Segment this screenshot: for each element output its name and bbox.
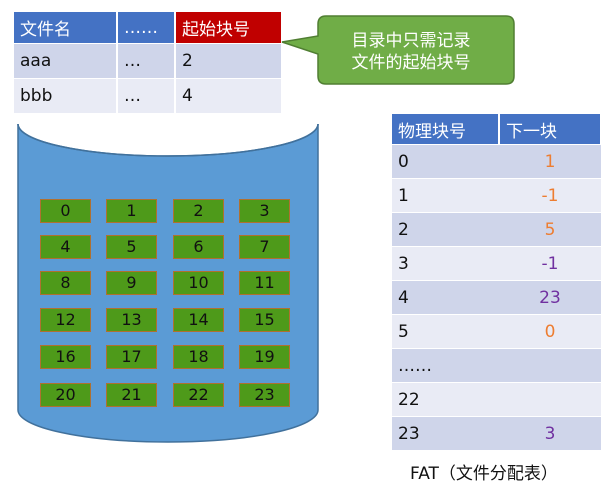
- table-row: bbb … 4: [14, 78, 283, 114]
- fat-next-cell: 3: [499, 416, 601, 451]
- disk-block: 9: [106, 271, 157, 295]
- fat-block-cell: 5: [392, 314, 499, 349]
- disk-block: 6: [173, 235, 224, 259]
- disk-block: 2: [173, 199, 224, 223]
- fat-block-cell: 4: [392, 280, 499, 315]
- disk-block: 18: [173, 345, 224, 369]
- directory-cell: bbb: [14, 78, 118, 114]
- fat-header-row: 物理块号 下一块: [392, 114, 602, 145]
- fat-header-next: 下一块: [499, 114, 602, 145]
- fat-next-cell: [499, 348, 601, 383]
- disk-block: 20: [40, 383, 91, 407]
- directory-cell: …: [117, 43, 176, 79]
- disk-block: 7: [239, 235, 290, 259]
- directory-cell: 4: [175, 78, 283, 114]
- table-row: 3-1: [392, 246, 601, 281]
- disk-block: 11: [239, 271, 290, 295]
- fat-next-cell: 5: [499, 212, 601, 247]
- fat-next-cell: [499, 382, 601, 417]
- fat-block-cell: 0: [392, 144, 499, 179]
- fat-block-cell: 2: [392, 212, 499, 247]
- disk-block: 3: [239, 199, 290, 223]
- fat-header-block: 物理块号: [392, 114, 500, 145]
- fat-next-cell: 0: [499, 314, 601, 349]
- directory-cell: aaa: [14, 43, 118, 79]
- fat-next-cell: 1: [499, 144, 601, 179]
- disk-block: 4: [40, 235, 91, 259]
- disk-block: 17: [106, 345, 157, 369]
- callout-line-1: 目录中只需记录: [351, 31, 471, 51]
- disk-block: 12: [40, 308, 91, 332]
- disk-block: 10: [173, 271, 224, 295]
- fat-next-cell: -1: [499, 246, 601, 281]
- callout-line-2: 文件的起始块号: [351, 53, 471, 73]
- fat-caption: FAT（文件分配表）: [410, 464, 558, 484]
- disk-block: 22: [173, 383, 224, 407]
- table-row: aaa … 2: [14, 43, 283, 79]
- directory-header-filename: 文件名: [14, 12, 118, 44]
- fat-block-cell: 22: [392, 382, 499, 417]
- table-row: ……: [392, 348, 601, 383]
- disk-block: 21: [106, 383, 157, 407]
- table-row: 1-1: [392, 178, 601, 213]
- directory-header-row: 文件名 …… 起始块号: [14, 12, 283, 44]
- disk-block: 13: [106, 308, 157, 332]
- fat-next-cell: -1: [499, 178, 601, 213]
- disk-block: 23: [239, 383, 290, 407]
- directory-header-ellipsis: ……: [117, 12, 176, 44]
- fat-next-cell: 23: [499, 280, 601, 315]
- directory-table: 文件名 …… 起始块号 aaa … 2 bbb … 4: [14, 12, 283, 114]
- disk-block: 1: [106, 199, 157, 223]
- callout-bubble: [281, 15, 515, 85]
- disk-block: 5: [106, 235, 157, 259]
- table-row: 22: [392, 382, 601, 417]
- directory-header-start-block: 起始块号: [175, 12, 283, 44]
- fat-block-cell: ……: [392, 348, 499, 383]
- disk-block: 15: [239, 308, 290, 332]
- callout-text: 目录中只需记录 文件的起始块号: [321, 30, 501, 74]
- fat-block-cell: 1: [392, 178, 499, 213]
- disk-block: 14: [173, 308, 224, 332]
- disk-block: 16: [40, 345, 91, 369]
- fat-block-cell: 3: [392, 246, 499, 281]
- disk-block: 8: [40, 271, 91, 295]
- directory-cell: 2: [175, 43, 283, 79]
- disk-block: 0: [40, 199, 91, 223]
- disk-block: 19: [239, 345, 290, 369]
- fat-block-cell: 23: [392, 416, 499, 451]
- directory-cell: …: [117, 78, 176, 114]
